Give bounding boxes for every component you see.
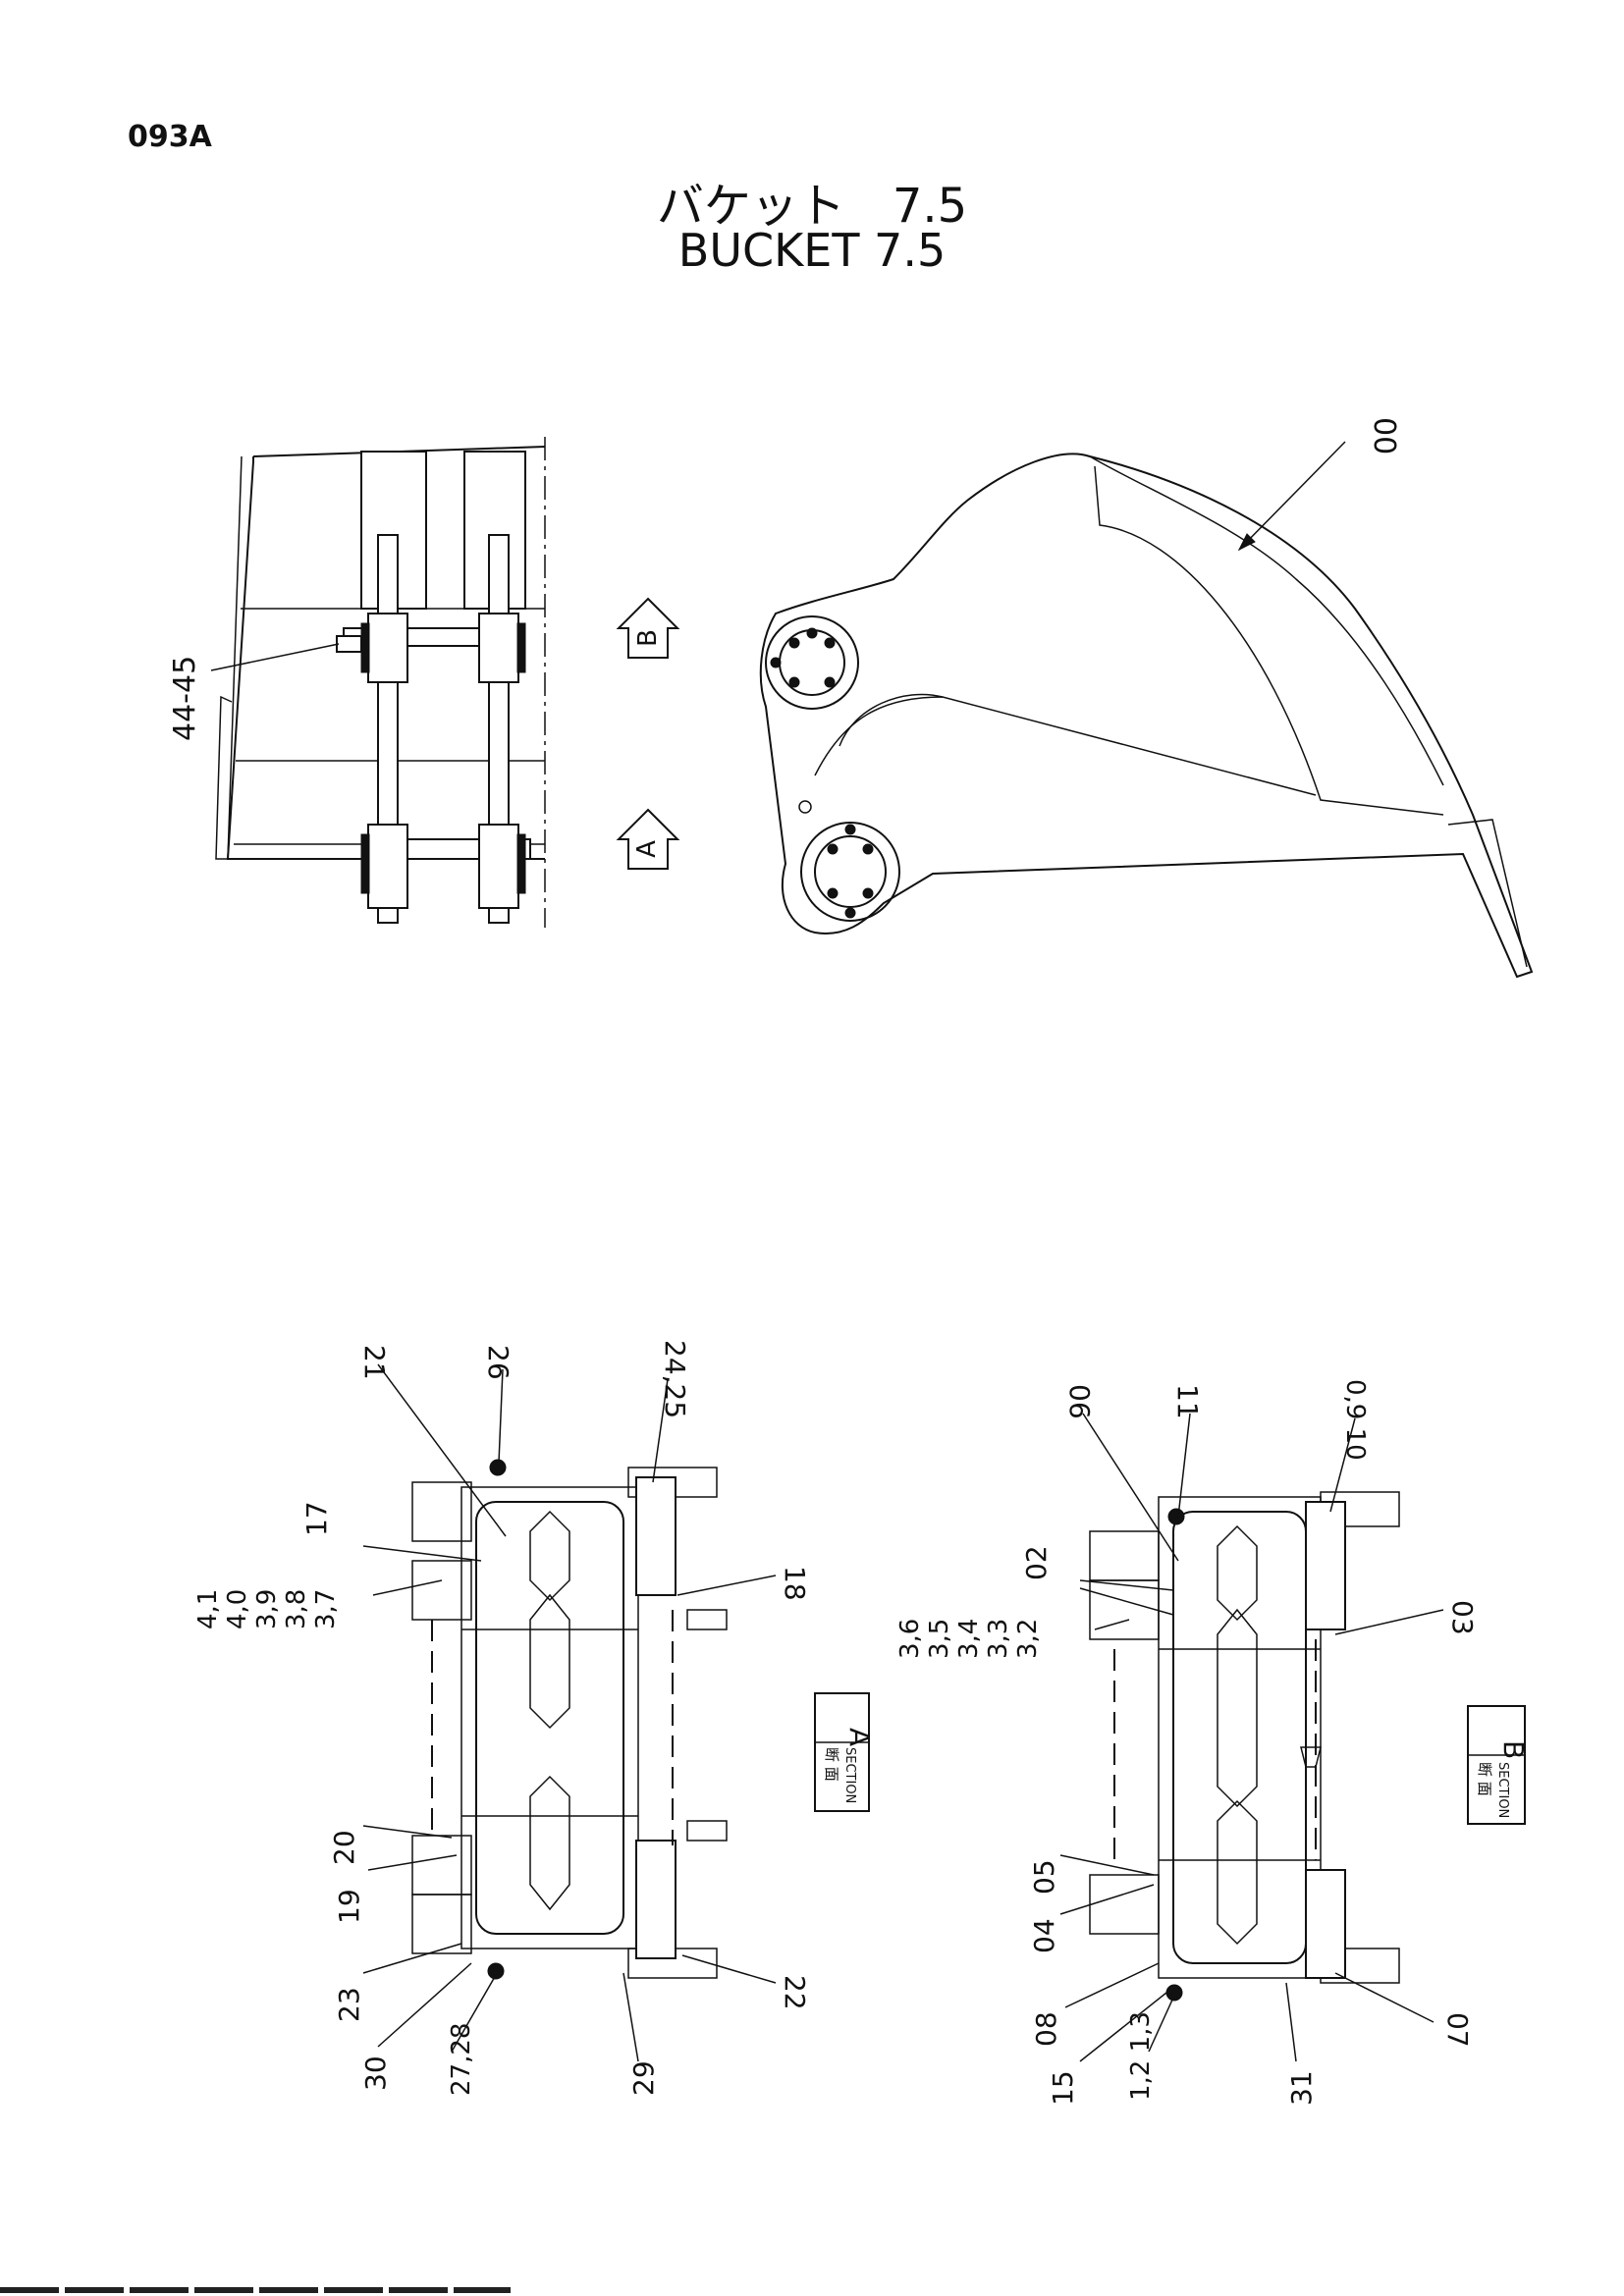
svg-text:3,7: 3,7 <box>311 1589 341 1629</box>
svg-text:18: 18 <box>779 1566 811 1601</box>
svg-text:3,3: 3,3 <box>984 1619 1013 1659</box>
bucket-top-view: 44-45 <box>168 437 546 928</box>
callout-00: 00 <box>1367 417 1401 454</box>
section-a-callouts: 21 26 24,25 17 18 4,1 4,0 3,9 3,8 3,7 20… <box>193 1340 811 2096</box>
svg-text:05: 05 <box>1028 1859 1060 1895</box>
svg-text:20: 20 <box>328 1830 360 1865</box>
page-code: 093A <box>128 120 212 154</box>
svg-text:26: 26 <box>482 1345 514 1380</box>
svg-text:03: 03 <box>1446 1600 1479 1635</box>
section-b-callouts: 06 11 0,9 10 02 03 3,6 3,5 3,4 3,3 3,2 0… <box>895 1379 1479 2106</box>
svg-text:0,9 10: 0,9 10 <box>1340 1379 1370 1461</box>
svg-text:断 面: 断 面 <box>1476 1762 1493 1796</box>
bucket-side-view: 00 <box>759 417 1534 979</box>
svg-text:B: B <box>633 629 663 647</box>
svg-text:15: 15 <box>1047 2070 1079 2106</box>
title-english: BUCKET 7.5 <box>677 224 947 277</box>
svg-text:29: 29 <box>627 2060 660 2096</box>
svg-text:04: 04 <box>1028 1918 1060 1953</box>
svg-text:07: 07 <box>1441 2012 1474 2048</box>
svg-text:A: A <box>843 1728 876 1746</box>
section-a-drawing <box>411 1459 728 1980</box>
svg-text:08: 08 <box>1030 2011 1062 2047</box>
svg-text:19: 19 <box>333 1889 365 1924</box>
svg-text:30: 30 <box>359 2056 392 2091</box>
footer-scan-bar <box>0 2287 511 2293</box>
svg-text:3,2: 3,2 <box>1013 1619 1043 1659</box>
svg-text:06: 06 <box>1063 1384 1096 1419</box>
svg-text:SECTION: SECTION <box>842 1747 857 1803</box>
svg-text:24,25: 24,25 <box>659 1340 691 1418</box>
svg-text:27,28: 27,28 <box>447 2023 476 2096</box>
callout-44-45: 44-45 <box>168 656 202 741</box>
svg-text:3,4: 3,4 <box>954 1619 984 1659</box>
svg-text:22: 22 <box>779 1975 811 2010</box>
svg-text:02: 02 <box>1020 1545 1053 1580</box>
svg-text:断 面: 断 面 <box>823 1747 840 1782</box>
svg-text:B: B <box>1497 1740 1530 1759</box>
svg-text:4,1: 4,1 <box>193 1589 223 1629</box>
svg-text:3,5: 3,5 <box>925 1619 954 1659</box>
svg-text:A: A <box>632 840 662 858</box>
section-b-label: B 断 面 SECTION <box>1467 1705 1530 1825</box>
svg-text:31: 31 <box>1285 2070 1318 2106</box>
svg-text:3,9: 3,9 <box>252 1589 282 1629</box>
svg-text:21: 21 <box>358 1345 391 1380</box>
svg-text:3,8: 3,8 <box>282 1589 311 1629</box>
section-a-label: A 断 面 SECTION <box>814 1692 876 1812</box>
svg-text:11: 11 <box>1171 1384 1204 1419</box>
svg-text:3,6: 3,6 <box>895 1619 925 1659</box>
svg-text:1,2 1,3: 1,2 1,3 <box>1126 2011 1156 2101</box>
section-b-drawing <box>1089 1491 1400 2002</box>
title-japanese: バケット 7.5 <box>656 179 968 234</box>
svg-text:23: 23 <box>333 1987 365 2022</box>
view-arrow-a: A <box>616 808 680 870</box>
svg-text:17: 17 <box>300 1501 333 1536</box>
svg-text:4,0: 4,0 <box>223 1589 252 1629</box>
view-arrow-b: B <box>616 597 680 659</box>
svg-text:SECTION: SECTION <box>1495 1762 1510 1818</box>
